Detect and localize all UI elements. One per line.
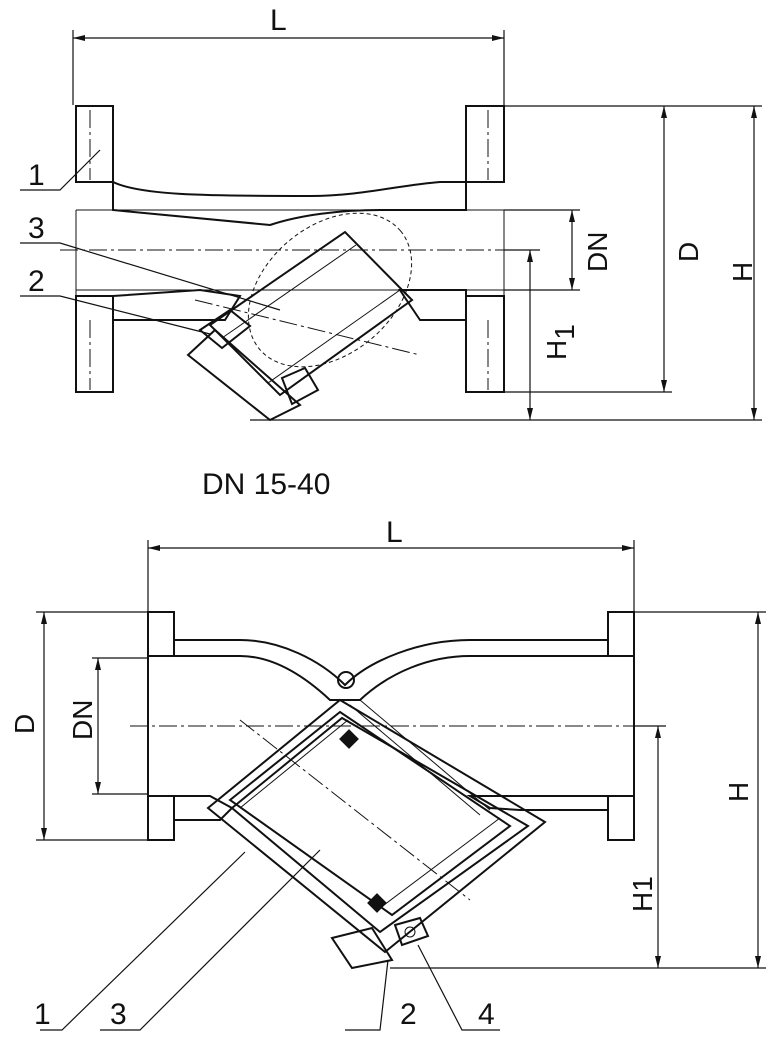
- top-dimension-length: L: [72, 4, 505, 105]
- top-dim-DN-label: DN: [582, 232, 613, 272]
- top-dimension-D: D: [504, 105, 704, 393]
- top-callouts: 1 3 2: [20, 149, 281, 335]
- top-strainer-chamber: [247, 212, 413, 368]
- bottom-dimension-H1: H1: [390, 725, 766, 969]
- bottom-callout-1: 1: [34, 998, 51, 1031]
- top-body-lower-wall: [76, 288, 504, 321]
- bottom-dimension-length: L: [147, 516, 635, 612]
- top-dimension-H: H: [540, 105, 762, 421]
- top-dim-H-label: H: [727, 262, 758, 282]
- bottom-callouts: 1 3 2 4: [34, 849, 500, 1031]
- top-callout-3: 3: [28, 212, 45, 245]
- bottom-view: L: [9, 516, 766, 1031]
- top-view: L: [20, 4, 762, 422]
- bottom-drain-plug: [330, 916, 430, 970]
- bottom-callout-3: 3: [110, 998, 127, 1031]
- bottom-strainer-housing: [206, 698, 547, 954]
- bottom-dim-H1-label: H1: [627, 876, 658, 912]
- bottom-dimension-D: D: [9, 611, 148, 841]
- top-dimension-DN: DN: [504, 209, 613, 291]
- top-right-flange: [465, 105, 505, 393]
- bottom-callout-4: 4: [478, 998, 495, 1031]
- top-dim-L-label: L: [270, 4, 287, 37]
- top-dimension-H1: H1: [250, 249, 580, 421]
- bottom-dim-DN-label: DN: [67, 700, 98, 740]
- top-callout-1: 1: [28, 159, 45, 192]
- bottom-dim-D-label: D: [9, 714, 40, 734]
- bottom-callout-2: 2: [400, 998, 417, 1031]
- bottom-dimension-DN: DN: [67, 657, 148, 795]
- top-drain-cap: [186, 308, 320, 422]
- bottom-dim-L-label: L: [386, 516, 403, 549]
- bottom-dimension-H: H: [634, 611, 766, 968]
- bottom-dim-H-label: H: [723, 782, 754, 802]
- bottom-strainer-screen: [228, 699, 512, 917]
- top-callout-2: 2: [28, 265, 45, 298]
- top-dim-D-label: D: [673, 242, 704, 262]
- bottom-body-walls: [173, 639, 609, 821]
- top-body-upper-wall: [76, 180, 504, 227]
- top-dim-H1-label: H1: [541, 324, 580, 360]
- caption-dn-range: DN 15-40: [202, 468, 330, 501]
